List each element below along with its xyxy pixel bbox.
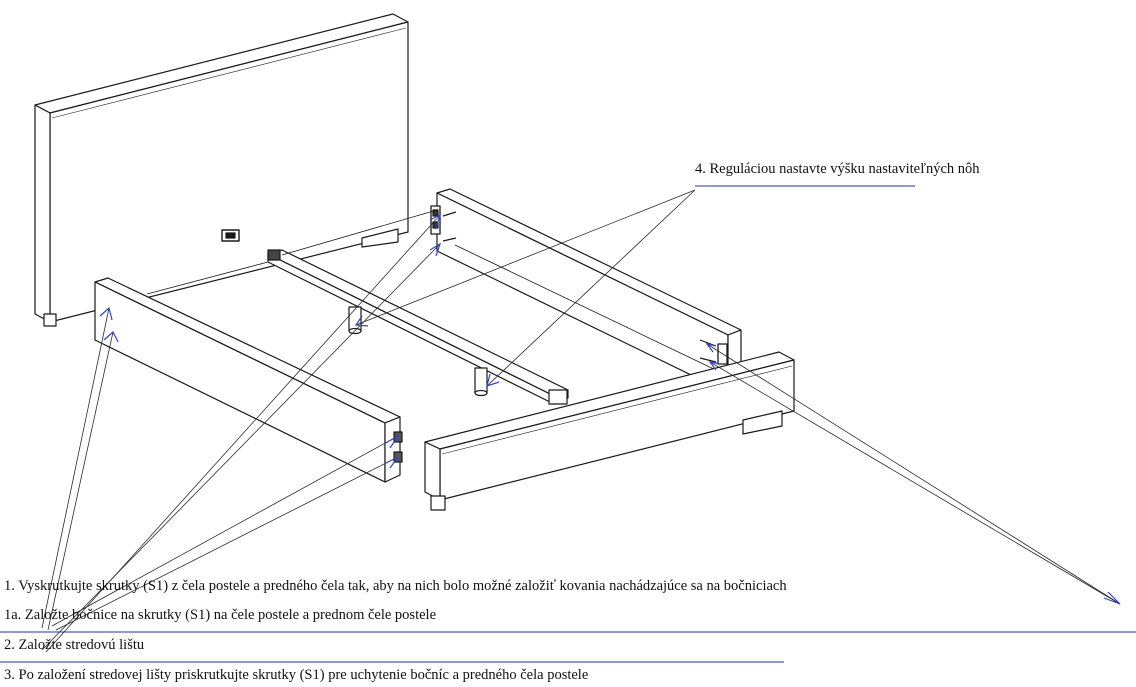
footboard: [424, 351, 795, 511]
leader-lines: [41, 189, 1121, 653]
step-3-caption: 3. Po založení stredovej lišty priskrutk…: [4, 667, 589, 683]
headboard: [34, 13, 409, 327]
step-1a-caption: 1a. Založte bočnice na skrutky (S1) na č…: [4, 607, 437, 623]
step-2-caption: 2. Založte stredovú lištu: [4, 637, 145, 653]
center-rail: [267, 249, 569, 405]
step-1-caption: 1. Vyskrutkujte skrutky (S1) z čela post…: [4, 578, 787, 594]
caption-underlines: [0, 185, 1136, 663]
arrowheads: [99, 213, 1121, 605]
left-side-rail: [94, 277, 403, 483]
step-4-caption: 4. Reguláciou nastavte výšku nastaviteľn…: [695, 161, 980, 177]
